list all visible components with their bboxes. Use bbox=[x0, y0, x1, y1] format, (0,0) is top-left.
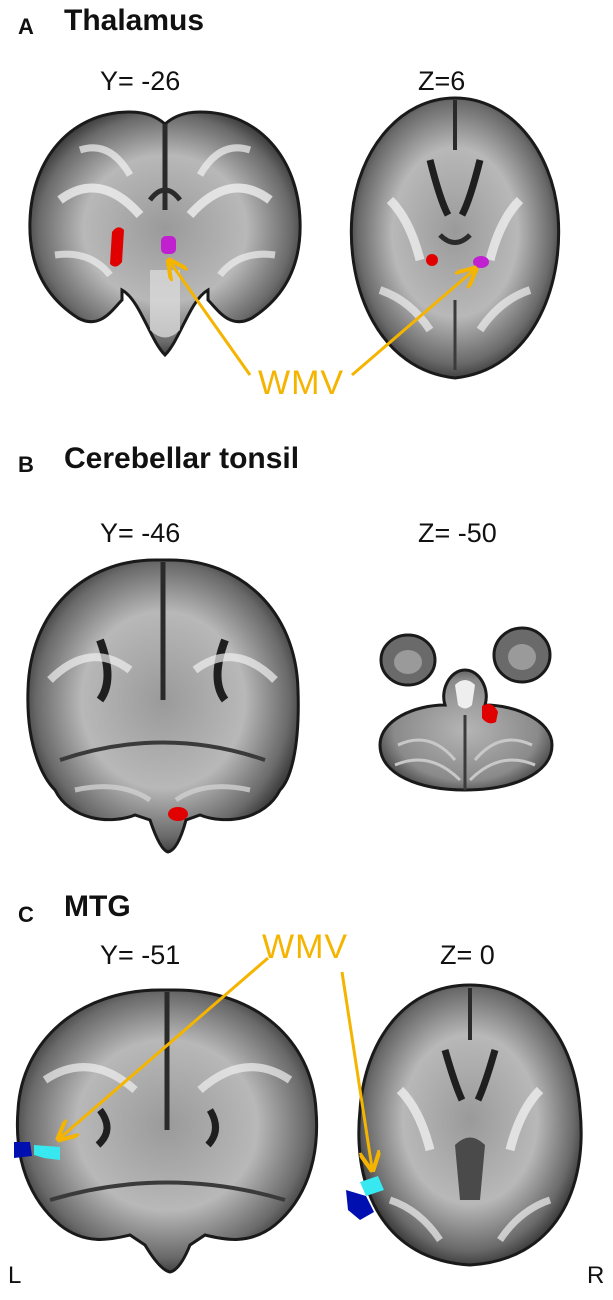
blue-cluster-c-axial bbox=[346, 1190, 374, 1220]
wmv-label-c: WMV bbox=[262, 928, 349, 966]
coronal-slice-c bbox=[14, 988, 319, 1274]
red-cluster-b-coronal bbox=[168, 807, 188, 821]
wmv-arrow-a-coronal bbox=[170, 262, 252, 376]
magenta-cluster-a-axial bbox=[473, 256, 489, 268]
panel-a-left-coord: Y= -26 bbox=[100, 66, 181, 96]
axial-slice-b bbox=[378, 626, 554, 792]
panel-c-title: MTG bbox=[64, 890, 131, 923]
panel-b-right-coord: Z= -50 bbox=[418, 518, 497, 548]
axial-slice-c bbox=[346, 983, 583, 1267]
magenta-cluster-a-coronal bbox=[161, 236, 176, 254]
blue-cluster-c-coronal bbox=[14, 1142, 32, 1158]
panel-b-title: Cerebellar tonsil bbox=[64, 442, 300, 475]
left-side-marker: L bbox=[8, 1262, 22, 1289]
red-cluster-a-axial bbox=[426, 254, 438, 266]
wmv-arrow-a-axial bbox=[351, 270, 474, 377]
cyan-cluster-c-coronal bbox=[34, 1145, 60, 1160]
coronal-slice-b bbox=[26, 558, 300, 854]
axial-slice-a bbox=[349, 96, 561, 380]
panel-b-left-coord: Y= -46 bbox=[100, 518, 181, 548]
cyan-cluster-c-axial bbox=[360, 1176, 384, 1196]
panel-c-left-coord: Y= -51 bbox=[100, 940, 181, 970]
right-side-marker: R bbox=[587, 1262, 605, 1289]
wmv-label-a: WMV bbox=[258, 364, 345, 402]
wmv-arrow-c-axial bbox=[340, 971, 372, 1168]
wmv-arrow-c-coronal bbox=[60, 956, 269, 1138]
red-cluster-a-coronal bbox=[110, 227, 124, 267]
panel-c-right-coord: Z= 0 bbox=[440, 940, 495, 970]
panel-a-letter: A bbox=[18, 14, 34, 39]
panel-c-letter: C bbox=[18, 902, 34, 927]
red-cluster-b-axial bbox=[482, 704, 498, 724]
panel-a-title: Thalamus bbox=[64, 4, 205, 37]
coronal-slice-a bbox=[28, 110, 302, 358]
panel-b-letter: B bbox=[18, 452, 34, 477]
panel-a-right-coord: Z=6 bbox=[418, 66, 466, 96]
